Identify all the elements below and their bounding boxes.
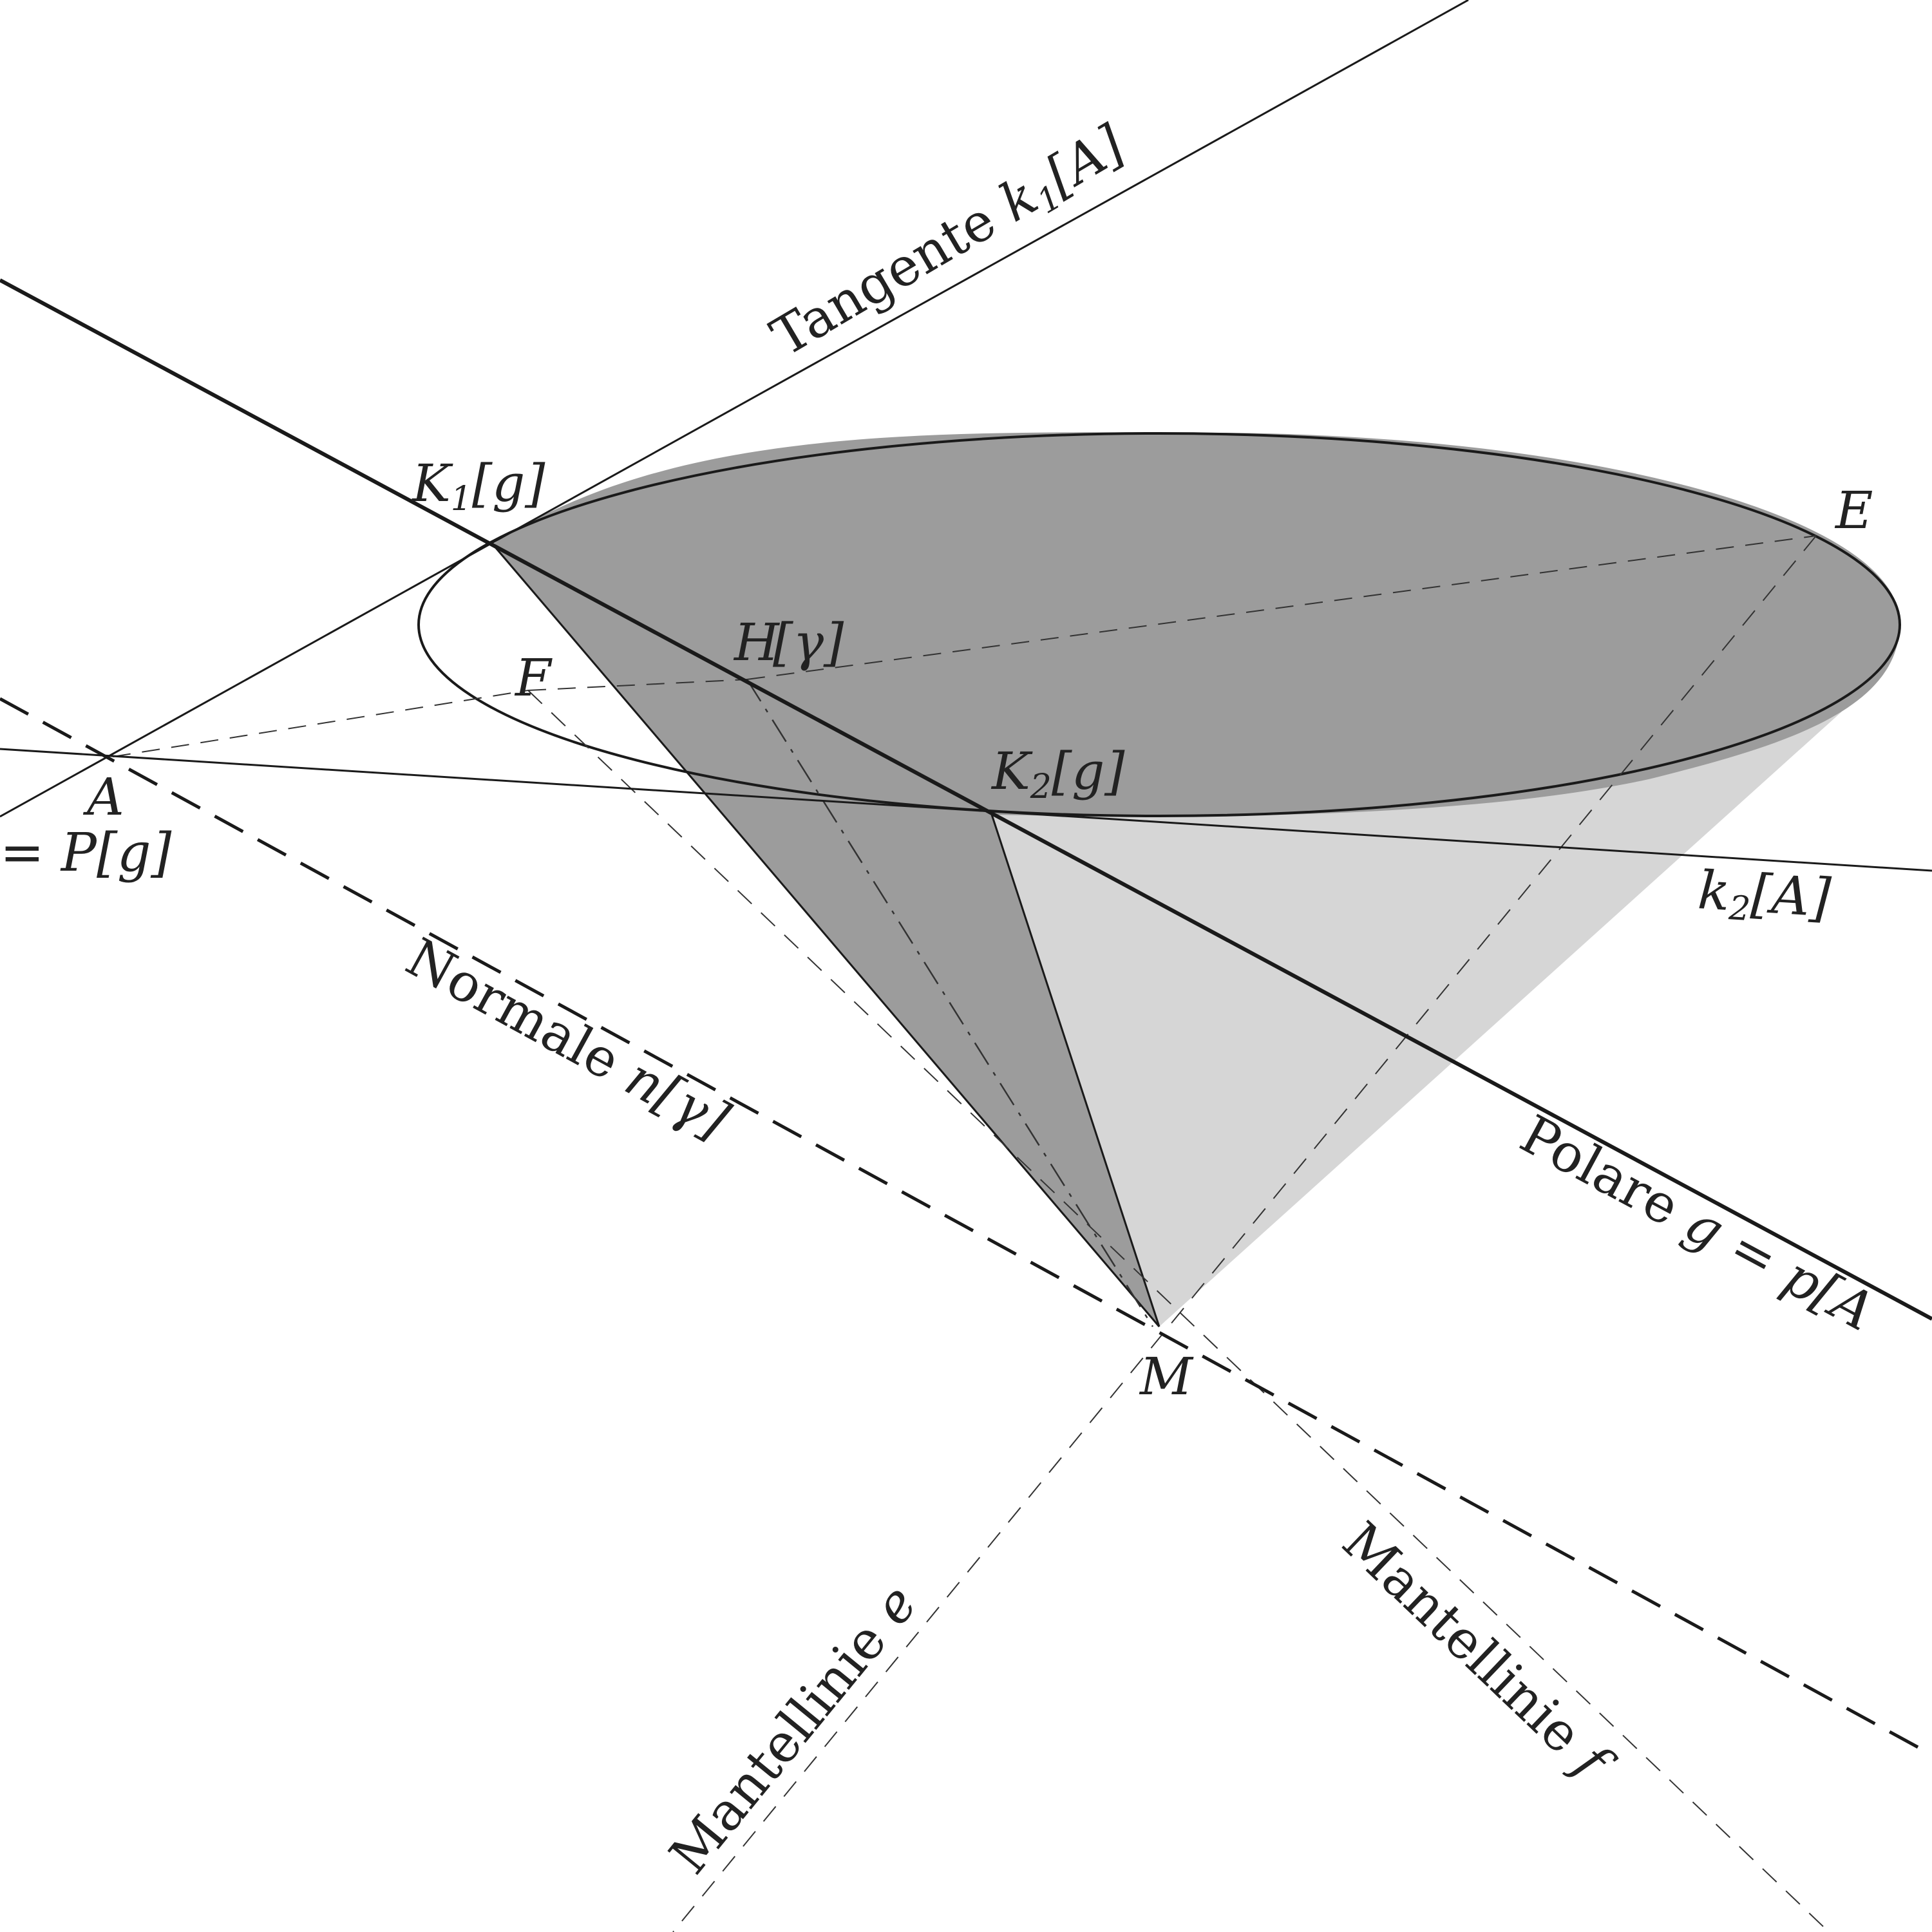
generator-k1-m [491, 544, 1160, 1327]
cone-light-side [992, 712, 1842, 1327]
label-h-arg: [γ] [773, 612, 844, 672]
caption-mantellinie-f: Mantellinie f [1331, 1511, 1625, 1796]
base-ellipse [417, 432, 1901, 817]
caption-mantellinie-e: Mantellinie e [658, 1573, 929, 1885]
dashed-f-h [527, 679, 748, 691]
dash-dot-h-m [746, 679, 1154, 1327]
label-a: A [82, 767, 124, 827]
cone-top-surface [493, 432, 1900, 817]
tangent-line-k2 [0, 748, 1932, 872]
label-f: F [514, 648, 553, 708]
label-k1: K1[g] [411, 453, 545, 518]
mantellinie-e-line [672, 535, 1817, 1932]
construction-lines [112, 535, 1830, 1932]
label-h: H [733, 612, 781, 672]
tangent-line-k1 [0, 0, 1469, 818]
caption-k2: k2[A] [1696, 860, 1833, 934]
normal-line-n [0, 697, 1932, 1757]
dashed-h-e [746, 535, 1817, 680]
caption-tangente-k1: Tangente k1[A] [761, 114, 1138, 373]
caption-pole-pg: = P[g] [0, 822, 172, 884]
point-labels: K1[g] K2[g] H [γ] E F A M [82, 453, 1873, 1406]
cone [417, 432, 1901, 1327]
mantellinie-f-line [527, 690, 1830, 1932]
label-e: E [1834, 480, 1873, 540]
caption-normale: Normale n[γ] [396, 927, 739, 1152]
generator-k2-m [990, 814, 1160, 1327]
main-lines [0, 0, 1932, 1757]
caption-polare: Polare g = p[A [1511, 1104, 1884, 1343]
label-m: M [1139, 1347, 1194, 1406]
dashed-a-f [112, 690, 529, 757]
label-k2: K2[g] [990, 741, 1125, 806]
polar-line-g [0, 278, 1932, 1321]
